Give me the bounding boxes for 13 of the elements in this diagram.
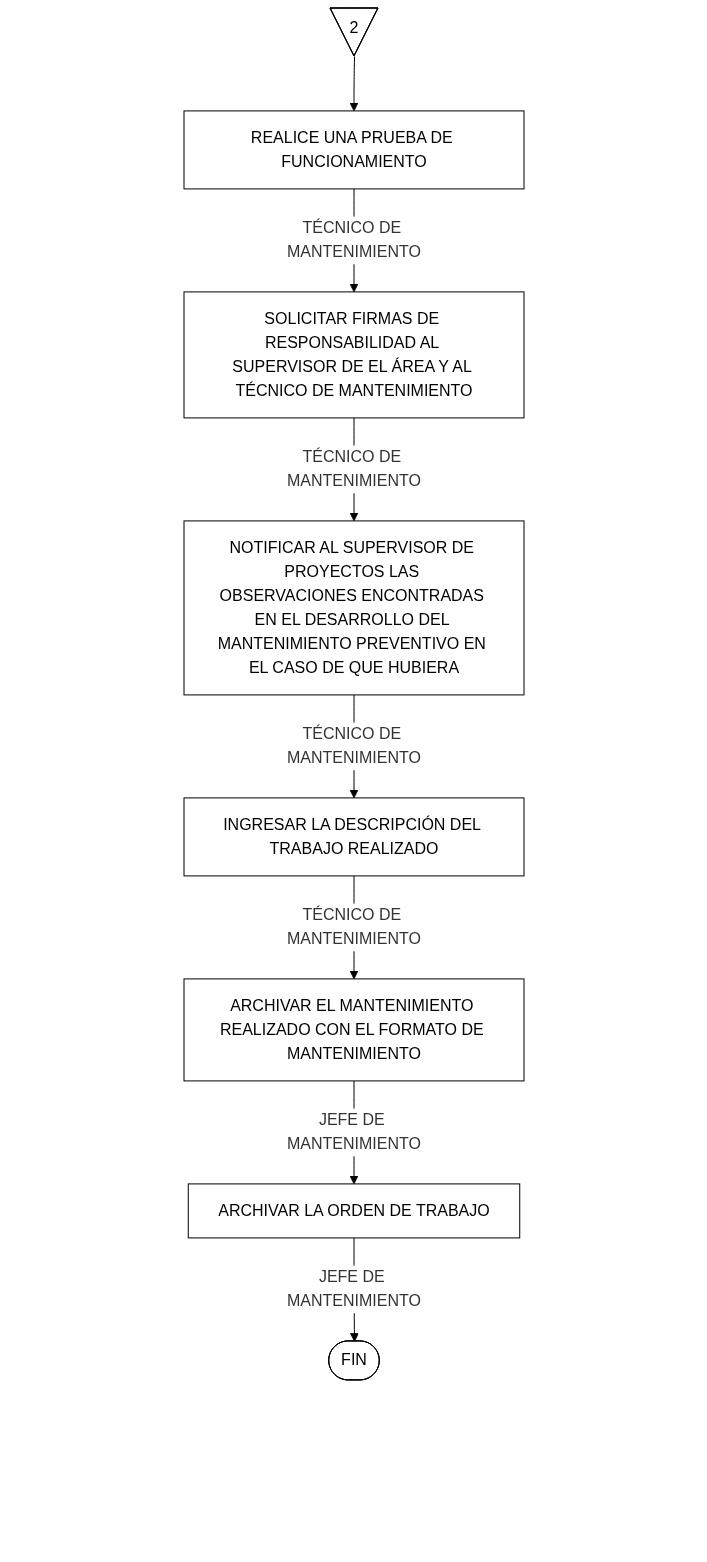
node-box: ARCHIVAR EL MANTENIMIENTO REALIZADO CON EL FORMATO DE MANTENIMIENTO: [183, 978, 524, 1082]
node-box: REALICE UNA PRUEBA DE FUNCIONAMIENTO: [183, 110, 524, 190]
edge-label: JEFE DE MANTENIMIENTO: [286, 1268, 421, 1310]
edge-label: JEFE DE MANTENIMIENTO: [286, 1111, 421, 1153]
edge-label: TÉCNICO DE MANTENIMIENTO: [286, 906, 421, 948]
node-box: SOLICITAR FIRMAS DE RESPONSABILIDAD AL SUPERVISOR DE EL ÁREA Y AL TÉCNICO DE MANTENIMIENTO: [183, 291, 524, 419]
node-box: INGRESAR LA DESCRIPCIÓN DEL TRABAJO REALIZADO: [183, 797, 524, 877]
node-box: NOTIFICAR AL SUPERVISOR DE PROYECTOS LAS OBSERVACIONES ENCONTRADAS EN EL DESARROLLO DEL MANTENIMIENTO PREVENTIVO EN EL CASO DE QUE HUBIERA: [183, 520, 524, 696]
node-box: ARCHIVAR LA ORDEN DE TRABAJO: [187, 1183, 520, 1239]
edge-label: TÉCNICO DE MANTENIMIENTO: [286, 219, 421, 261]
edge-label: TÉCNICO DE MANTENIMIENTO: [286, 448, 421, 490]
arrow: [349, 55, 358, 112]
edge-label: TÉCNICO DE MANTENIMIENTO: [286, 725, 421, 767]
